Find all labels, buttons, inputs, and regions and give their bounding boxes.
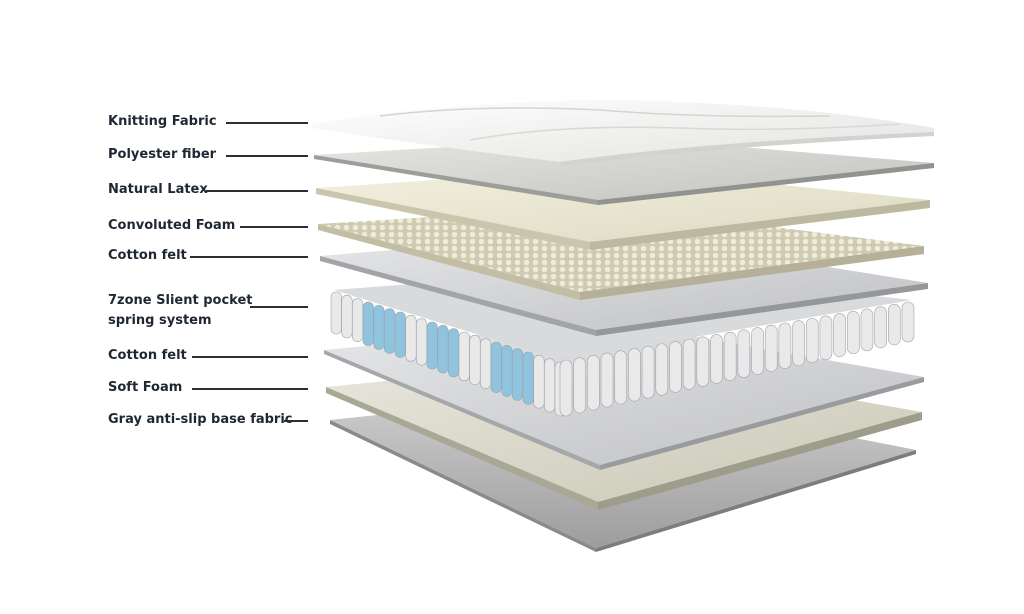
spring-coil <box>448 328 460 378</box>
spring-coil <box>587 355 600 411</box>
spring-coil <box>426 321 438 370</box>
spring-coil <box>405 315 417 362</box>
leader-line-cotton-felt-upper <box>190 256 308 258</box>
spring-coil <box>384 308 396 354</box>
label-pocket-spring-system: 7zone Slient pocket spring system <box>108 291 253 331</box>
spring-coil <box>490 341 502 393</box>
label-base-fabric: Gray anti-slip base fabric <box>108 412 293 427</box>
spring-coil <box>559 359 573 417</box>
spring-coil <box>655 343 669 396</box>
spring-coil <box>522 351 534 405</box>
label-knitting-fabric: Knitting Fabric <box>108 114 217 129</box>
leader-line-convoluted-foam <box>240 226 308 228</box>
spring-coil <box>710 334 723 384</box>
spring-coil <box>751 327 764 375</box>
layer-natural-latex <box>316 168 930 250</box>
label-convoluted-foam: Convoluted Foam <box>108 218 236 233</box>
spring-coil <box>846 310 860 355</box>
leader-line-natural-latex <box>206 190 308 192</box>
spring-coil <box>888 304 901 346</box>
spring-coil <box>778 322 792 369</box>
spring-coil <box>533 355 545 409</box>
spring-coil <box>394 311 406 358</box>
spring-coil <box>469 335 481 386</box>
spring-coil <box>874 306 887 349</box>
spring-coil <box>480 338 492 389</box>
leader-line-knitting-fabric <box>226 122 308 124</box>
label-cotton-felt-upper: Cotton felt <box>108 248 187 263</box>
spring-coil <box>437 325 449 374</box>
label-pocket-spring-line1: 7zone Slient pocket <box>108 293 253 308</box>
spring-coil <box>600 352 614 408</box>
spring-coil <box>696 336 710 387</box>
spring-coil <box>544 358 556 413</box>
spring-coil <box>352 298 364 343</box>
spring-coil <box>628 348 641 402</box>
spring-coil <box>362 301 374 347</box>
spring-coil <box>573 357 586 414</box>
spring-coil <box>458 331 470 382</box>
spring-coil <box>764 324 778 372</box>
spring-coil <box>805 317 819 364</box>
spring-coil <box>416 318 428 366</box>
label-pocket-spring-line2: spring system <box>108 313 212 328</box>
layer-convoluted-foam <box>318 206 924 300</box>
layer-knitting-fabric <box>312 100 934 166</box>
spring-coil <box>833 313 846 358</box>
spring-coil <box>330 291 342 335</box>
layer-polyester-fiber <box>314 137 934 205</box>
label-natural-latex: Natural Latex <box>108 182 208 197</box>
spring-coil <box>737 329 751 378</box>
spring-coil <box>901 301 915 343</box>
label-cotton-felt-lower: Cotton felt <box>108 348 187 363</box>
leader-line-pocket-spring-system <box>250 306 308 308</box>
label-polyester-fiber: Polyester fiber <box>108 147 217 162</box>
leader-line-soft-foam <box>192 388 308 390</box>
spring-coil <box>669 341 682 393</box>
leader-line-cotton-felt-lower <box>192 356 308 358</box>
spring-coil <box>723 331 737 381</box>
spring-coil <box>792 320 805 366</box>
leader-line-polyester-fiber <box>226 155 308 157</box>
spring-coil <box>641 345 655 399</box>
spring-coil <box>501 345 513 397</box>
spring-coil <box>819 315 833 361</box>
spring-coil <box>373 305 385 350</box>
spring-coil <box>860 308 874 352</box>
spring-coil <box>512 348 524 401</box>
spring-coil <box>614 350 628 405</box>
label-soft-foam: Soft Foam <box>108 380 183 395</box>
leader-line-base-fabric <box>284 420 308 422</box>
spring-coil <box>341 295 353 339</box>
spring-coil <box>682 338 696 390</box>
